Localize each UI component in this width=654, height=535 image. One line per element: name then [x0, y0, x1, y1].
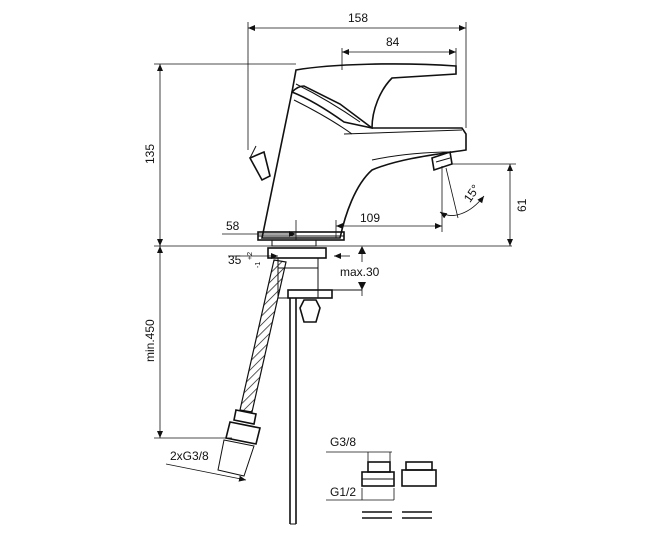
braided-hose: [217, 259, 287, 477]
dim-max30: max.30: [340, 265, 380, 279]
dimension-labels: 158 84 135 61 58 109 35 +2 -1 max.30 min…: [143, 11, 529, 499]
faucet-body: [248, 63, 467, 525]
dim-35-tol-minus: -1: [255, 262, 262, 268]
dim-min450: min.450: [143, 319, 157, 362]
dim-g12: G1/2: [330, 485, 356, 499]
dim-58: 58: [226, 219, 240, 233]
dim-hose-thread: 2xG3/8: [170, 449, 209, 463]
dim-35-tol-plus: +2: [247, 252, 254, 260]
dim-61: 61: [515, 198, 529, 212]
dim-109: 109: [360, 211, 380, 225]
dim-135: 135: [143, 144, 157, 164]
dim-35: 35: [228, 253, 242, 267]
dimension-lines: [154, 22, 516, 482]
dim-84: 84: [386, 35, 400, 49]
dim-g38: G3/8: [330, 435, 356, 449]
thread-adapters: [326, 451, 437, 519]
dim-158: 158: [348, 11, 368, 25]
